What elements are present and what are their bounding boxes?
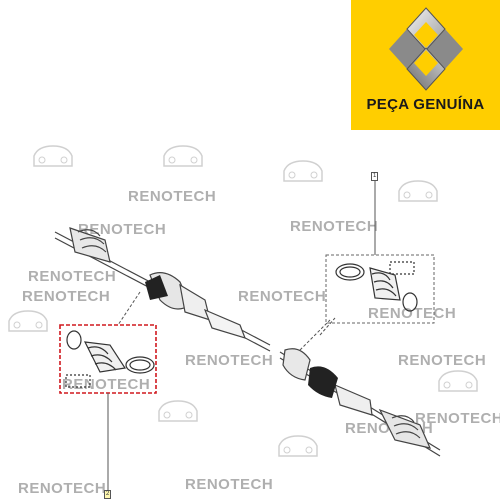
watermark-text: RENOTECH	[290, 218, 379, 235]
car-front-icon	[8, 310, 48, 332]
watermark-text: RENOTECH	[415, 410, 500, 427]
genuine-part-badge: PEÇA GENUÍNA	[351, 0, 500, 130]
watermark-text: RENOTECH	[18, 480, 107, 497]
watermark-text: RENOTECH	[128, 188, 217, 205]
car-front-icon	[163, 145, 203, 167]
boot-upper	[145, 275, 168, 300]
callout-label-2: 2	[104, 490, 112, 499]
callout-label-1: 1	[371, 172, 379, 181]
watermark-text: RENOTECH	[398, 352, 487, 369]
car-front-icon	[158, 400, 198, 422]
watermark-text: RENOTECH	[238, 288, 327, 305]
car-front-icon	[283, 160, 323, 182]
watermark-text: RENOTECH	[22, 288, 111, 305]
boot-lower	[308, 366, 338, 398]
watermark-text: RENOTECH	[185, 476, 274, 493]
car-front-icon	[438, 370, 478, 392]
car-front-icon	[33, 145, 73, 167]
renault-diamond-logo	[389, 7, 463, 91]
watermark-text: RENOTECH	[185, 352, 274, 369]
car-front-icon	[398, 180, 438, 202]
boot-kit-box-upper	[325, 254, 435, 324]
drive-shaft-lower	[279, 348, 441, 457]
genuine-part-label: PEÇA GENUÍNA	[366, 96, 485, 113]
watermark-text: RENOTECH	[62, 376, 151, 393]
watermark-text: RENOTECH	[78, 221, 167, 238]
car-front-icon	[278, 435, 318, 457]
watermark-text: RENOTECH	[28, 268, 117, 285]
